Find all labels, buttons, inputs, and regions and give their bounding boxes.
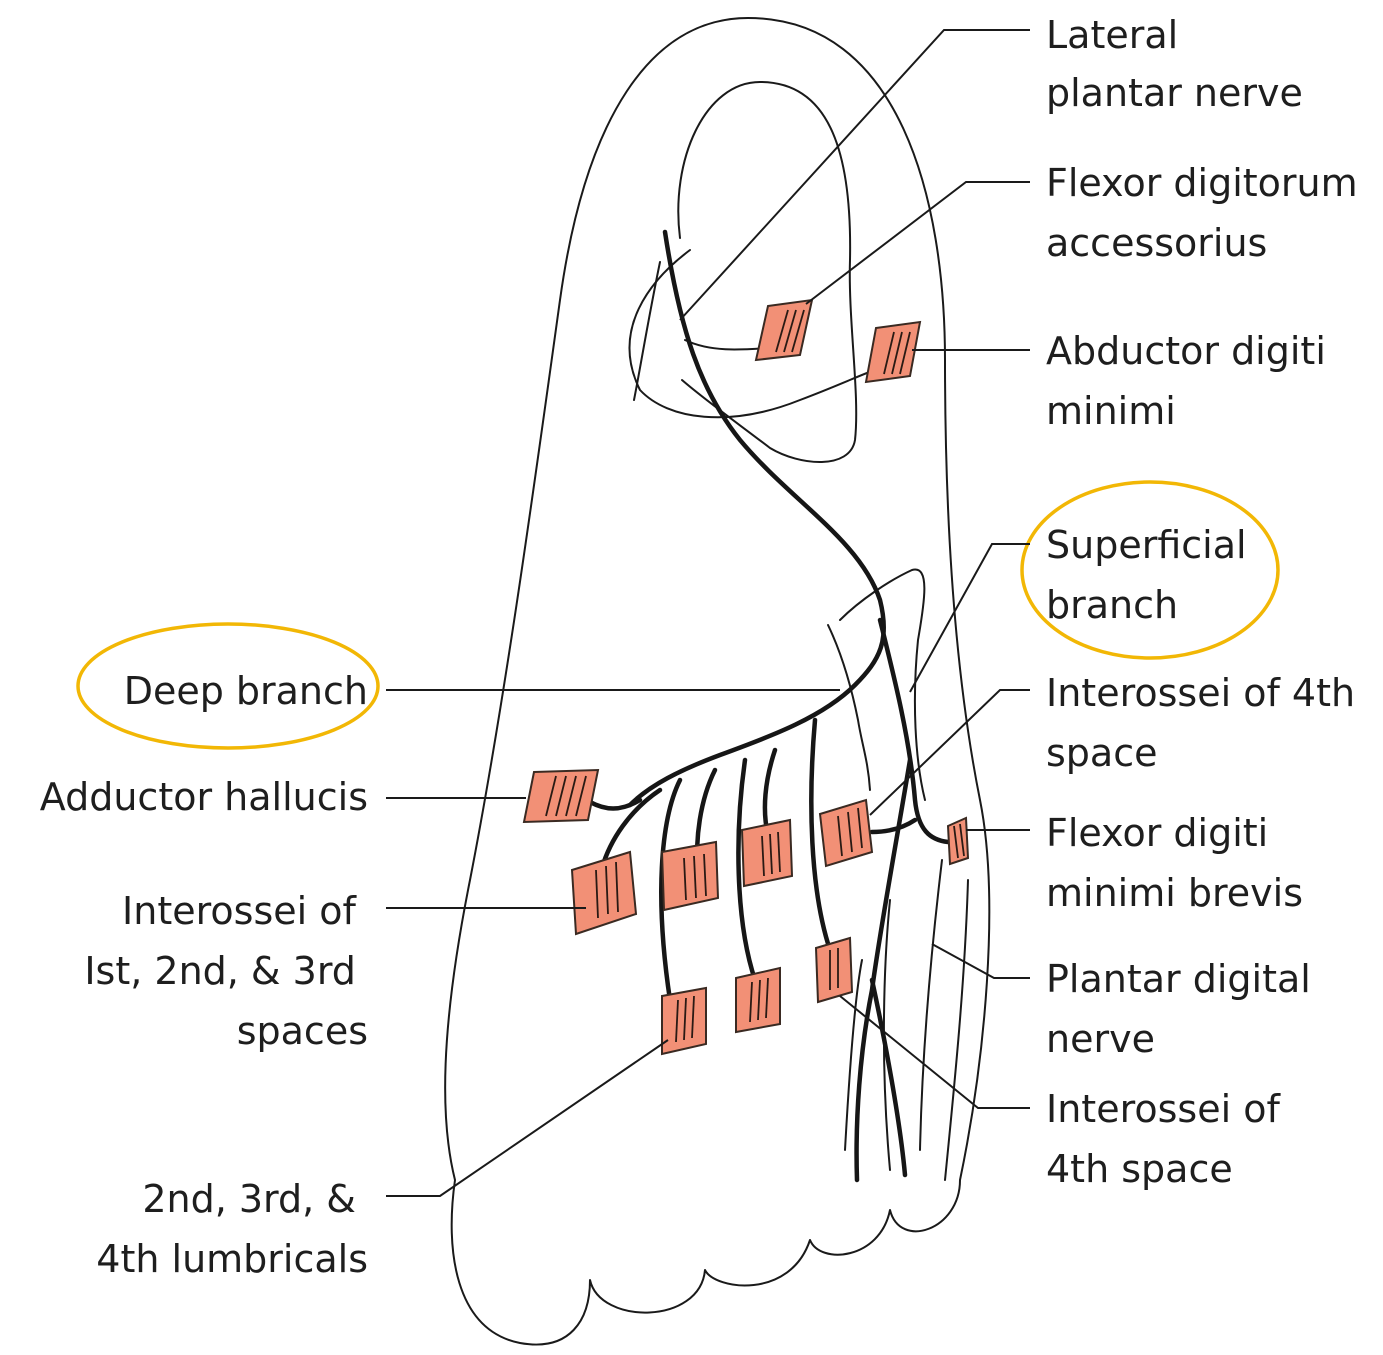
superficial-branch-nerve	[880, 620, 948, 842]
label-plantar-digital-nerve: Plantar digital nerve	[1046, 957, 1323, 1061]
lateral-plantar-nerve	[630, 232, 884, 805]
highlight-superficial-branch	[1022, 482, 1278, 658]
interossei-3rd-space-muscle	[742, 820, 792, 886]
label-superficial-branch: Superficial branch	[1046, 523, 1259, 627]
leader-lines	[386, 30, 1030, 1196]
label-interossei-4th-space-lower: Interossei of 4th space	[1046, 1087, 1292, 1191]
label-interossei-4th-space-upper: Interossei of 4th space	[1046, 671, 1367, 775]
interossei-4th-space-lower-muscle	[816, 938, 852, 1002]
label-lumbricals: 2nd, 3rd, & 4th lumbricals	[96, 1177, 368, 1281]
label-deep-branch: Deep branch	[124, 669, 368, 713]
interossei-2nd-space-muscle	[662, 842, 718, 910]
interossei-4th-space-upper-muscle	[820, 800, 872, 866]
label-interossei-1st-2nd-3rd: Interossei of Ist, 2nd, & 3rd spaces	[84, 889, 368, 1053]
label-lateral-plantar-nerve: Lateral plantar nerve	[1046, 13, 1303, 115]
label-abductor-digiti-minimi: Abductor digiti minimi	[1046, 329, 1338, 433]
lumbrical-2nd-muscle	[662, 988, 706, 1054]
lumbrical-3rd-muscle	[736, 968, 780, 1032]
interossei-1st-space-muscle	[572, 852, 636, 934]
label-flexor-digitorum-accessorius: Flexor digitorum accessorius	[1046, 161, 1370, 265]
label-adductor-hallucis: Adductor hallucis	[40, 775, 368, 819]
label-flexor-digiti-minimi-brevis: Flexor digiti minimi brevis	[1046, 811, 1303, 915]
foot-outline	[445, 18, 989, 1345]
